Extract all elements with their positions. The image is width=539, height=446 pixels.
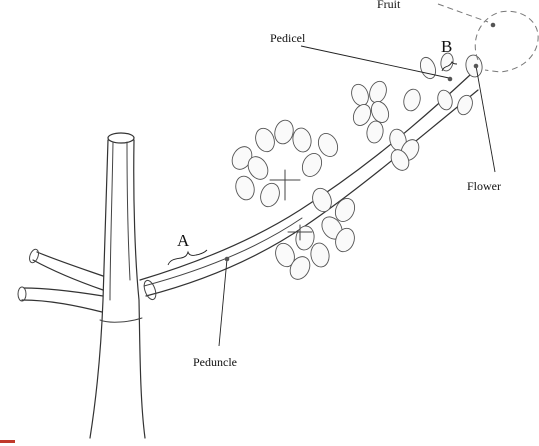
- fruit-leader-line: [438, 4, 488, 22]
- flower-label: Flower: [467, 179, 501, 193]
- peduncle-label: Peduncle: [193, 355, 237, 369]
- flower-marker-dot: [474, 64, 479, 69]
- flower-clusters: [228, 52, 484, 283]
- fruit-marker-dot: [491, 23, 496, 28]
- corner-mark: [0, 438, 15, 446]
- peduncle-leader-line: [219, 259, 227, 346]
- left-branches: [18, 248, 103, 312]
- fruit-label: Fruit: [377, 0, 401, 11]
- pedicel-label: Pedicel: [270, 31, 306, 45]
- pedicel-marker-dot: [448, 77, 453, 82]
- a-label: A: [177, 231, 190, 250]
- a-bracket: [168, 250, 207, 265]
- trunk: [90, 133, 145, 438]
- peduncle-marker-dot: [225, 257, 230, 262]
- b-label: B: [441, 37, 452, 56]
- flower-leader-line: [476, 66, 495, 172]
